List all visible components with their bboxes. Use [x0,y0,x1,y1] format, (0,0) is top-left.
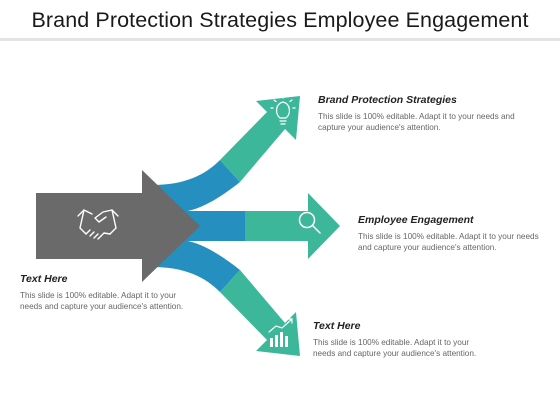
text-block-left: Text Here This slide is 100% editable. A… [20,273,200,312]
left-body: This slide is 100% editable. Adapt it to… [20,291,184,311]
upper-arrow-teal-segment [220,96,300,182]
middle-arrow-teal-segment [245,193,340,259]
brand-protection-body: This slide is 100% editable. Adapt it to… [318,112,515,132]
magnifier-icon [298,211,321,234]
growth-chart-icon [268,318,293,347]
handshake-icon [77,209,119,240]
lightbulb-icon [270,95,296,125]
text-block-brand-protection: Brand Protection Strategies This slide i… [318,94,518,133]
left-heading: Text Here [20,273,68,285]
main-gray-arrow [36,170,200,282]
bottom-body: This slide is 100% editable. Adapt it to… [313,338,477,358]
lower-arrow-blue-segment [152,240,240,292]
employee-engagement-heading: Employee Engagement [358,214,474,226]
title-divider [0,38,560,41]
middle-arrow-blue-segment [182,211,245,241]
text-block-employee-engagement: Employee Engagement This slide is 100% e… [358,214,543,253]
slide-title: Brand Protection Strategies Employee Eng… [31,8,529,32]
bottom-heading: Text Here [313,320,361,332]
employee-engagement-body: This slide is 100% editable. Adapt it to… [358,232,539,252]
text-block-bottom: Text Here This slide is 100% editable. A… [313,320,493,359]
brand-protection-heading: Brand Protection Strategies [318,94,457,106]
upper-arrow-blue-segment [152,160,240,212]
